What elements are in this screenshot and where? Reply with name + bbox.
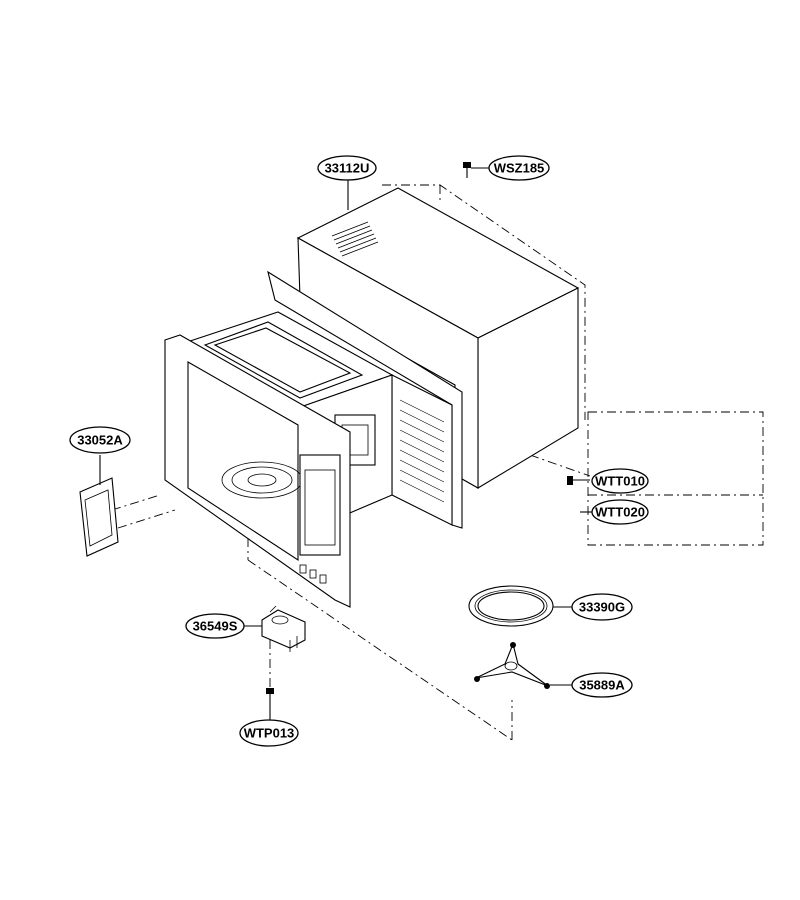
label-wsz185-text: WSZ185 (494, 161, 545, 176)
label-35889a: 35889A (571, 672, 633, 698)
grille-holes (399, 399, 445, 503)
label-33112u: 33112U (317, 155, 377, 181)
label-33052a: 33052A (69, 426, 131, 454)
label-36549s: 36549S (185, 613, 245, 639)
inner-cavity (164, 270, 463, 608)
roller-guide (474, 642, 572, 689)
label-33390g-text: 33390G (579, 600, 625, 615)
label-wsz185: WSZ185 (488, 155, 550, 181)
assembly-guide-lines (111, 184, 764, 741)
screw-wtt010 (567, 476, 590, 485)
label-33112u-text: 33112U (325, 161, 370, 176)
label-36549s-text: 36549S (193, 619, 238, 634)
label-wtt010-text: WTT010 (595, 474, 645, 489)
label-wtp013-text: WTP013 (244, 726, 295, 741)
label-wtp013: WTP013 (239, 719, 299, 747)
label-33390g: 33390G (571, 593, 633, 621)
label-wtt010: WTT010 (591, 468, 649, 494)
screw-wtp013 (266, 688, 274, 720)
label-33052a-text: 33052A (77, 433, 123, 448)
label-35889a-text: 35889A (579, 678, 625, 693)
bracket-part (79, 455, 119, 557)
turntable-motor (244, 605, 306, 652)
vent-slots (331, 221, 379, 257)
screw-wsz185 (463, 162, 490, 178)
label-wtt020: WTT020 (591, 499, 649, 525)
label-wtt020-text: WTT020 (595, 505, 645, 520)
turntable-tray (468, 585, 572, 627)
